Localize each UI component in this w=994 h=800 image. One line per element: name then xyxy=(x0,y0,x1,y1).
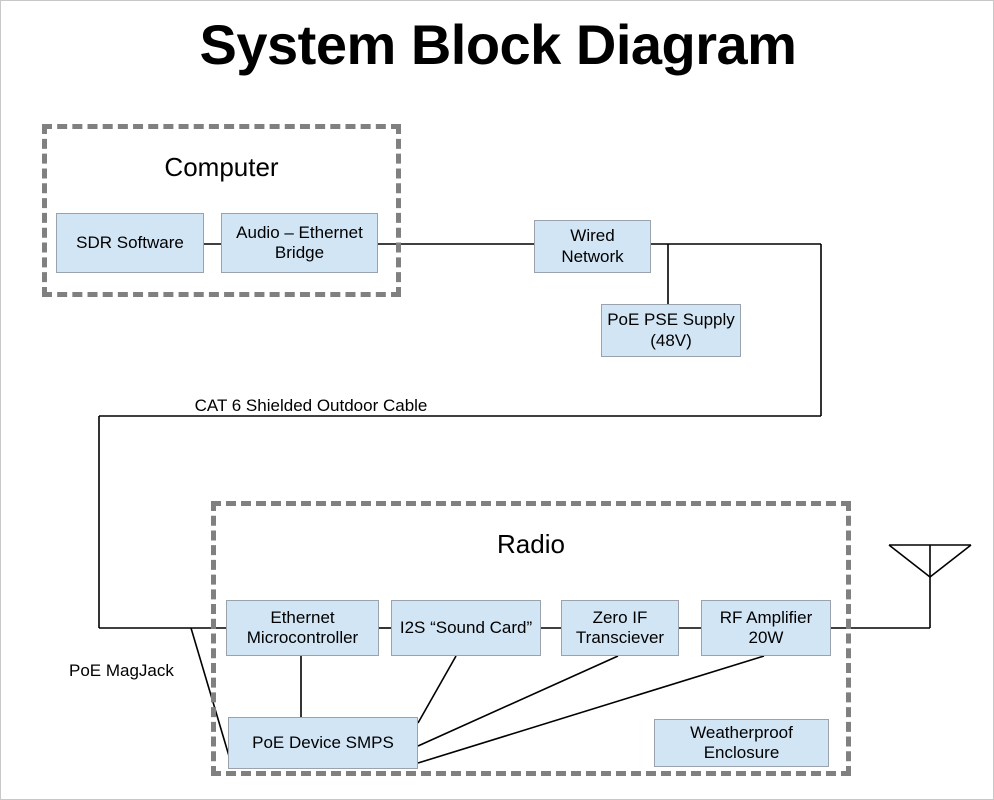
page-title: System Block Diagram xyxy=(199,13,797,76)
block-ethernet-microcontroller[interactable]: Ethernet Microcontroller xyxy=(226,600,379,656)
block-poe-pse-supply[interactable]: PoE PSE Supply (48V) xyxy=(601,304,741,357)
group-radio-label: Radio xyxy=(497,529,565,559)
group-radio xyxy=(211,501,851,776)
poe-magjack-label: PoE MagJack xyxy=(69,661,174,680)
group-computer xyxy=(42,124,401,297)
block-weatherproof-enclosure[interactable]: Weatherproof Enclosure xyxy=(654,719,829,767)
group-computer-label: Computer xyxy=(164,152,279,182)
block-wired-network[interactable]: Wired Network xyxy=(534,220,651,273)
block-poe-device-smps[interactable]: PoE Device SMPS xyxy=(228,717,418,769)
block-rf-amplifier[interactable]: RF Amplifier 20W xyxy=(701,600,831,656)
block-i2s-sound-card[interactable]: I2S “Sound Card” xyxy=(391,600,541,656)
cat6-cable-label: CAT 6 Shielded Outdoor Cable xyxy=(194,396,428,415)
block-zero-if-transciever[interactable]: Zero IF Transciever xyxy=(561,600,679,656)
antenna-icon xyxy=(888,544,972,628)
block-audio-ethernet-bridge[interactable]: Audio – Ethernet Bridge xyxy=(221,213,378,273)
block-sdr-software[interactable]: SDR Software xyxy=(56,213,204,273)
